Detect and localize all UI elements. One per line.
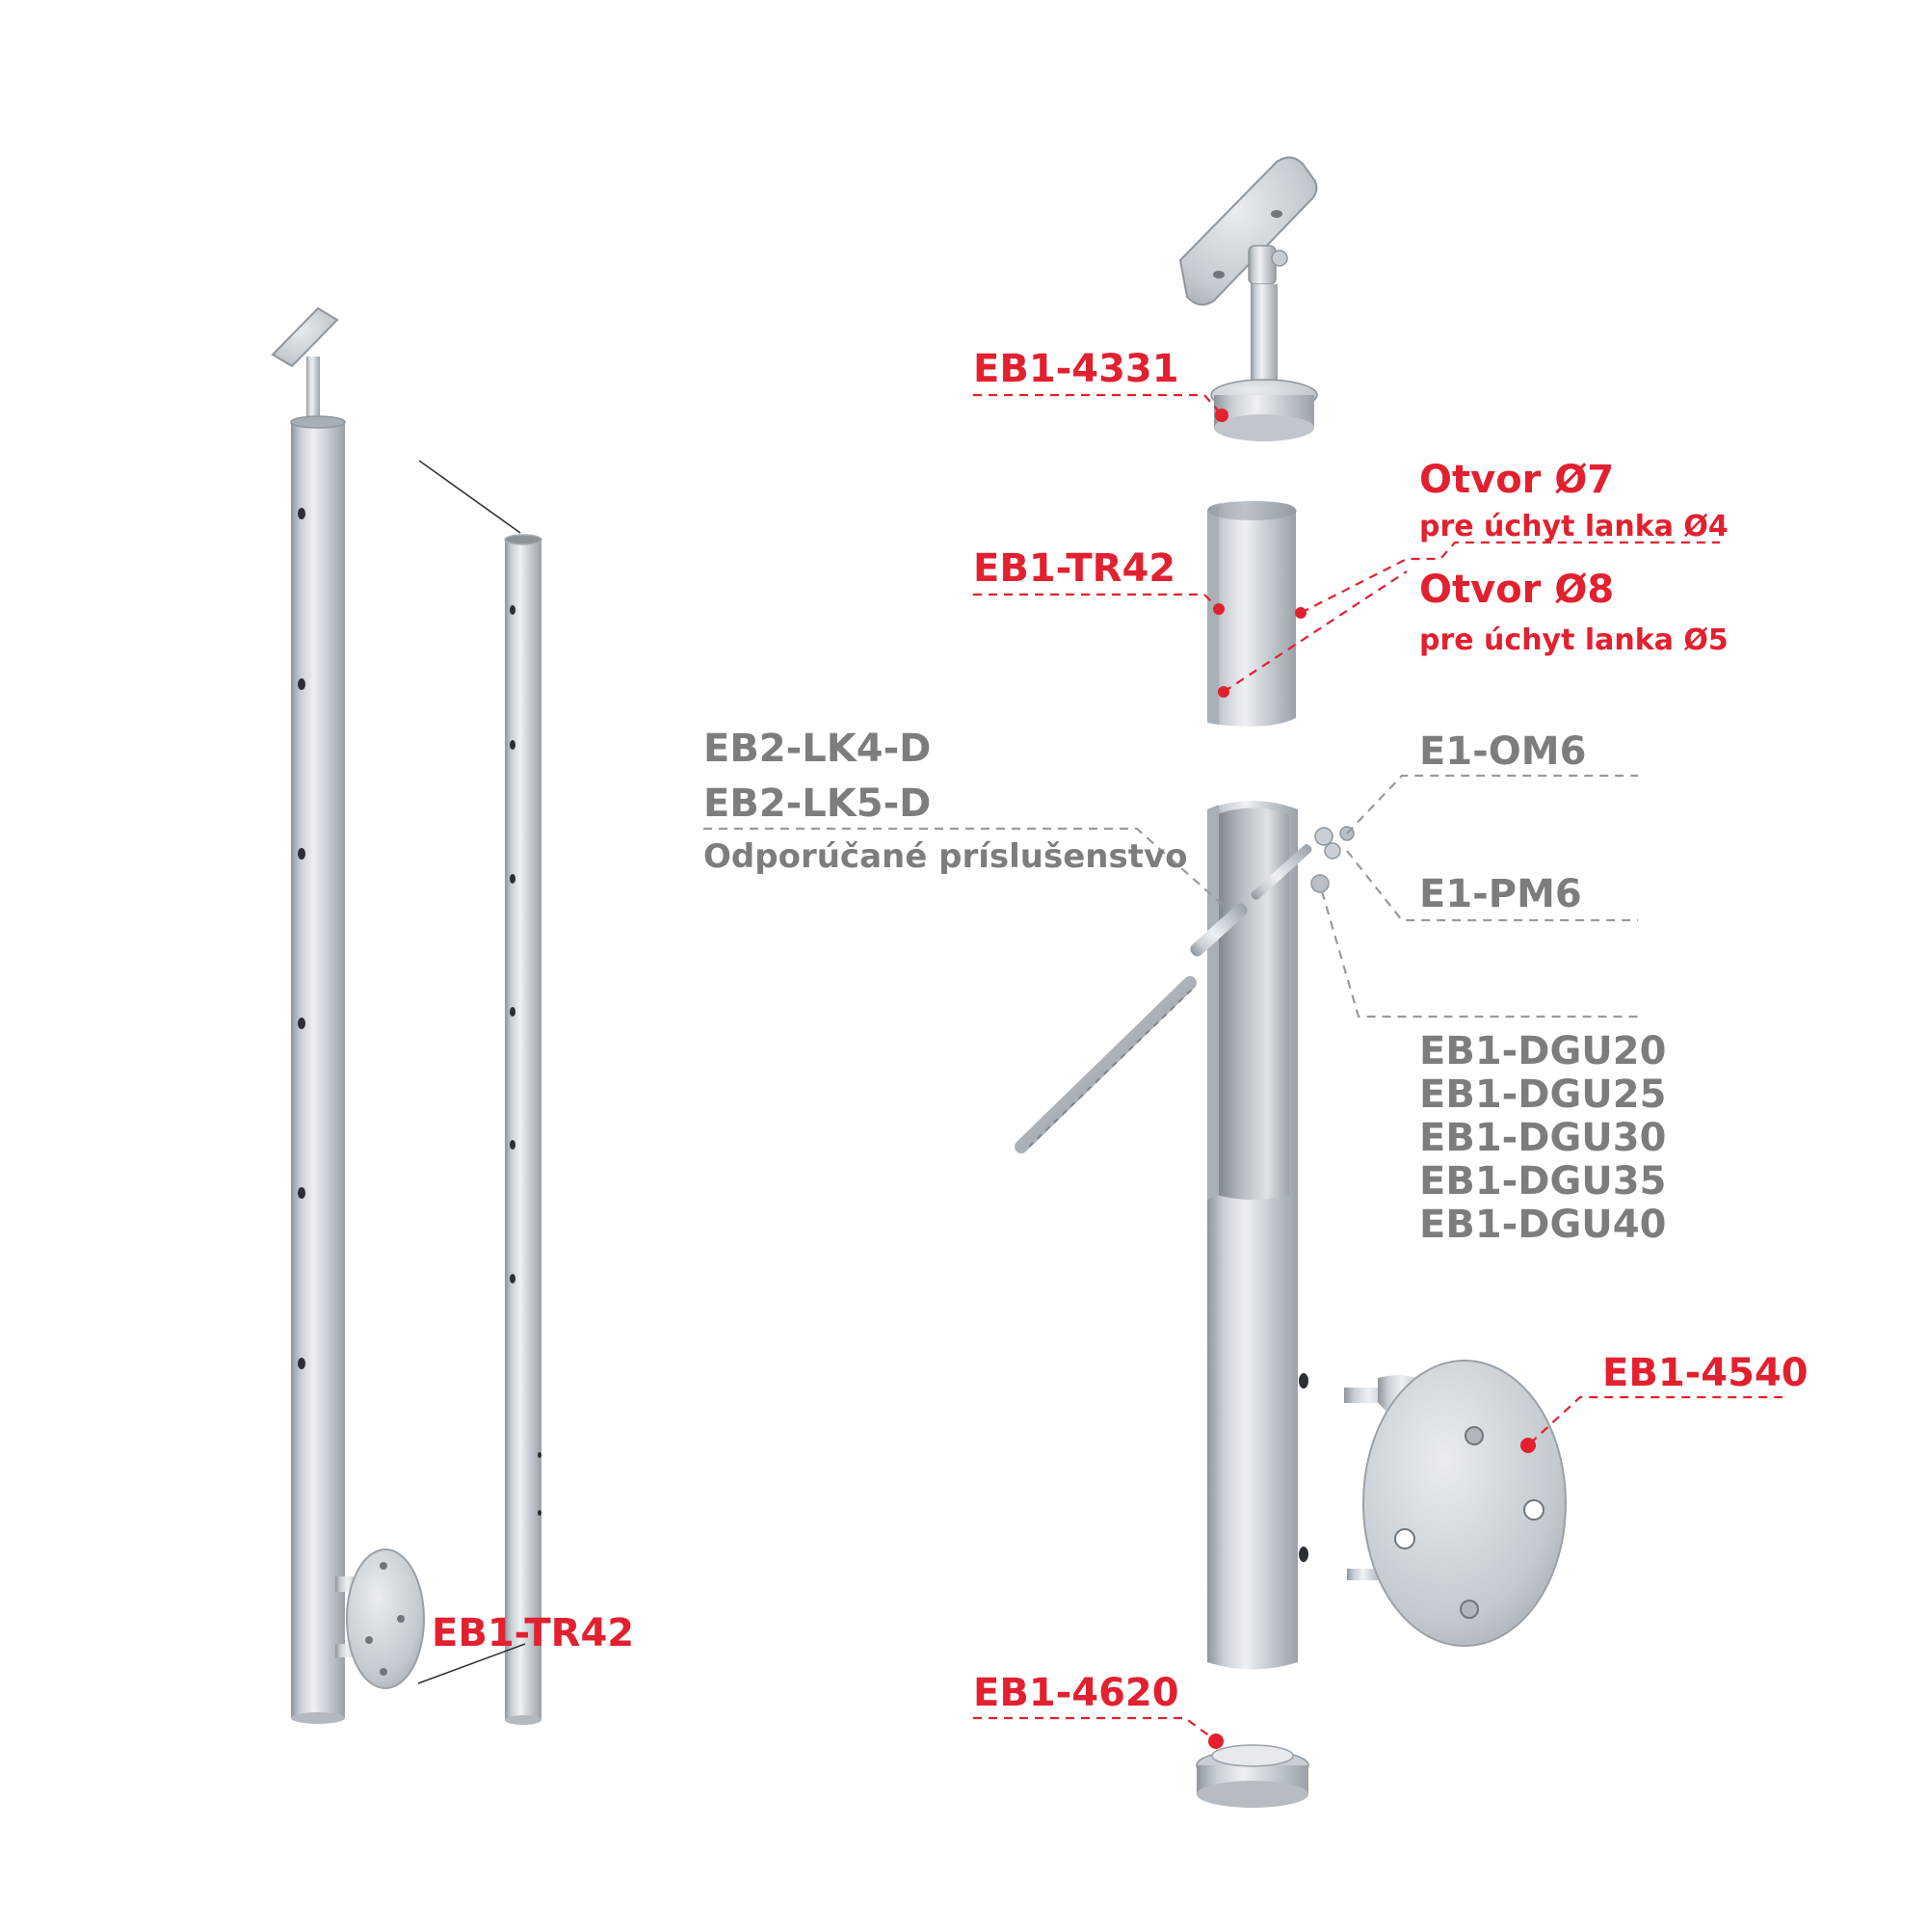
hole7-subtitle: pre úchyt lanka Ø4 — [1419, 510, 1729, 543]
left-post-holes — [298, 508, 305, 1369]
left-handrail-holder — [271, 306, 339, 430]
handrail-holder-part — [1178, 156, 1318, 441]
cable-lk5-label: EB2-LK5-D — [703, 781, 932, 826]
outer-tube-part — [1207, 801, 1308, 1670]
cable-assembly — [1015, 826, 1355, 1153]
left-post-label: EB1-TR42 — [432, 1611, 635, 1655]
middle-tube — [504, 534, 542, 1725]
hole8-title: Otvor Ø8 — [1419, 568, 1615, 612]
connector-line-bottom — [417, 1643, 526, 1684]
hole8-subtitle: pre úchyt lanka Ø5 — [1419, 623, 1729, 657]
bottom-cap-label: EB1-4620 — [973, 1671, 1179, 1715]
spacer-label: EB1-DGU20 — [1419, 1029, 1667, 1073]
inner-tube-label: EB1-TR42 — [973, 546, 1176, 591]
left-wall-flange — [335, 1548, 425, 1689]
wall-flange-label: EB1-4540 — [1602, 1351, 1808, 1395]
spacer-label: EB1-DGU30 — [1419, 1116, 1667, 1160]
spacer-label: EB1-DGU25 — [1419, 1072, 1667, 1117]
nut-label: E1-OM6 — [1419, 729, 1587, 774]
washer-label: E1-PM6 — [1419, 872, 1582, 916]
cable-lk4-label: EB2-LK4-D — [703, 727, 932, 771]
spacer-label: EB1-DGU35 — [1419, 1159, 1667, 1204]
hole7-title: Otvor Ø7 — [1419, 458, 1615, 502]
accessory-note: Odporúčané príslušenstvo — [703, 837, 1188, 876]
leader-lines — [703, 393, 1782, 1740]
inner-tube-part — [1207, 501, 1307, 727]
connector-line-top — [418, 460, 521, 534]
handrail-holder-label: EB1-4331 — [973, 347, 1179, 391]
spacer-label: EB1-DGU40 — [1419, 1203, 1667, 1247]
left-post-assembled — [271, 306, 425, 1724]
bottom-cap-part — [1196, 1734, 1309, 1808]
left-post-tube — [291, 422, 345, 1718]
wall-flange-part — [1344, 1360, 1567, 1647]
